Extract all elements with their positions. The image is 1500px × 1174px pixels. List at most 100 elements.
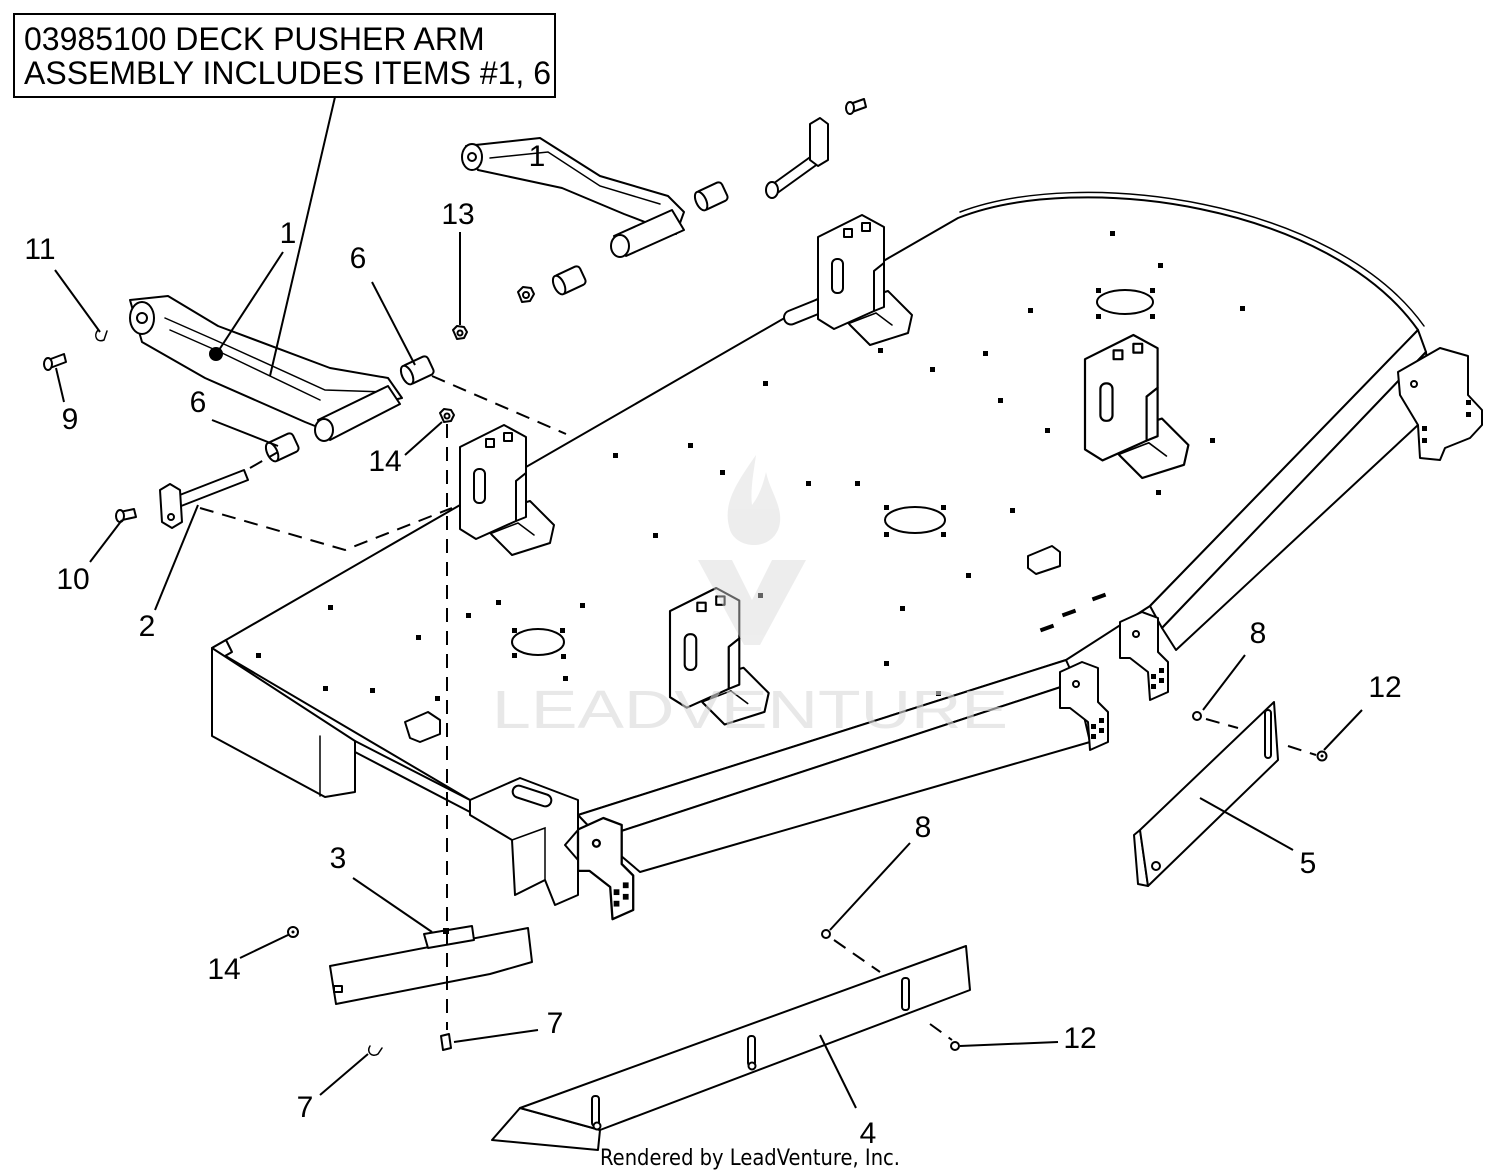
screw-8-lower	[821, 929, 831, 939]
baffle-front	[491, 945, 971, 1151]
callout-9[interactable]: 9	[62, 403, 79, 436]
deck-hole	[763, 381, 768, 386]
clevis-pin-small	[43, 353, 67, 371]
assembly-dash-line	[1205, 718, 1239, 729]
leader-line	[819, 1034, 857, 1109]
callout-1-left[interactable]: 1	[280, 217, 297, 250]
deck-hole	[998, 398, 1003, 403]
deck-slot	[1061, 608, 1077, 618]
deck-hole	[1110, 231, 1115, 236]
deck-hole	[580, 603, 585, 608]
watermark-logo-icon	[698, 455, 806, 645]
deck-hole	[936, 691, 941, 696]
assembly-dash-line	[929, 1023, 953, 1041]
deck-hole	[1156, 490, 1161, 495]
leader-line	[453, 1029, 539, 1043]
callout-7-left[interactable]: 7	[297, 1091, 314, 1124]
deck-slot	[1039, 623, 1055, 633]
nut-12-right	[1316, 750, 1328, 762]
callout-14-lower[interactable]: 14	[207, 953, 240, 986]
render-credit: Rendered by LeadVenture, Inc.	[600, 1146, 900, 1171]
pusher-arm-left	[129, 295, 403, 442]
spindle-opening-left	[511, 628, 566, 659]
clip-7-right	[440, 1033, 452, 1051]
leader-line	[218, 251, 284, 351]
leader-line	[1199, 797, 1294, 851]
callout-14-upper[interactable]: 14	[368, 445, 401, 478]
deck-hole	[323, 686, 328, 691]
callout-12-lower[interactable]: 12	[1063, 1022, 1096, 1055]
callout-12-right[interactable]: 12	[1368, 671, 1401, 704]
callout-2[interactable]: 2	[139, 610, 156, 643]
watermark: LEADVENTURE	[492, 455, 1008, 740]
bushing-left-a	[399, 355, 435, 386]
deck-hole	[416, 635, 421, 640]
deck-hole	[563, 676, 568, 681]
deck-hole	[884, 661, 889, 666]
clip-7-left	[367, 1045, 383, 1057]
bushing-upper-a	[693, 181, 729, 212]
callout-3[interactable]: 3	[330, 842, 347, 875]
deck-hole	[855, 481, 860, 486]
deck-hole	[435, 696, 440, 701]
callout-5[interactable]: 5	[1300, 847, 1317, 880]
callout-4[interactable]: 4	[860, 1117, 877, 1150]
callout-10[interactable]: 10	[56, 563, 89, 596]
deck-hole	[613, 453, 618, 458]
baffle-left	[329, 925, 533, 1005]
assembly-dash-line	[431, 375, 567, 435]
deck-hole	[370, 688, 375, 693]
note-line-1: 03985100 DECK PUSHER ARM	[24, 21, 485, 57]
deck-holes	[256, 231, 1245, 701]
callout-7-right[interactable]: 7	[547, 1007, 564, 1040]
leader-line	[371, 281, 416, 366]
nut-14-upper	[439, 408, 455, 423]
leader-line	[959, 1041, 1059, 1047]
leader-lines	[54, 96, 1363, 1109]
callouts: 1 1 13 11 6 6 9 14 10 2 3 8 12 5 8 14 7 …	[24, 140, 1401, 1150]
deck-hook-tab	[404, 711, 441, 743]
assembly-dash-line	[833, 939, 881, 973]
baffle-right	[1133, 701, 1279, 887]
callout-8-lower[interactable]: 8	[915, 811, 932, 844]
deck-hole	[496, 600, 501, 605]
callout-6-lower[interactable]: 6	[190, 386, 207, 419]
leader-line	[239, 934, 289, 959]
assembly-dash-line	[249, 451, 279, 469]
deck-hole	[720, 470, 725, 475]
grease-fitting	[209, 347, 223, 361]
nut-upper-arm	[517, 286, 535, 303]
callout-1-upper[interactable]: 1	[529, 140, 546, 173]
front-left-bracket	[469, 777, 579, 906]
deck-hole	[966, 573, 971, 578]
clevis-pin-left	[159, 469, 249, 529]
clevis-pin-upper	[765, 117, 829, 199]
rail-bracket-right-end	[1397, 347, 1483, 461]
bushing-left-b	[264, 432, 300, 463]
leader-line	[1323, 709, 1363, 751]
callout-8-right[interactable]: 8	[1250, 617, 1267, 650]
deck-hole	[1028, 308, 1033, 313]
deck-hole	[653, 533, 658, 538]
nut-12-lower	[950, 1041, 960, 1051]
leader-line	[1202, 654, 1246, 711]
deck-hole	[688, 443, 693, 448]
leader-line	[54, 269, 101, 333]
deck-hole	[1158, 263, 1163, 268]
nut-14-lower	[287, 926, 299, 938]
leader-line	[154, 504, 199, 611]
callout-13[interactable]: 13	[441, 198, 474, 231]
bolt-left	[115, 508, 137, 523]
deck-tab	[1027, 545, 1061, 575]
assembly-note-box: 03985100 DECK PUSHER ARM ASSEMBLY INCLUD…	[13, 13, 556, 98]
mower-deck	[211, 191, 1483, 921]
deck-hole	[1240, 306, 1245, 311]
leader-line	[89, 519, 123, 563]
callout-6-upper[interactable]: 6	[350, 242, 367, 275]
callout-11[interactable]: 11	[24, 233, 55, 266]
assembly-dash-line	[1287, 745, 1317, 756]
screw-8-right	[1192, 711, 1202, 721]
deck-slot	[1091, 592, 1107, 602]
deck-hole	[983, 351, 988, 356]
